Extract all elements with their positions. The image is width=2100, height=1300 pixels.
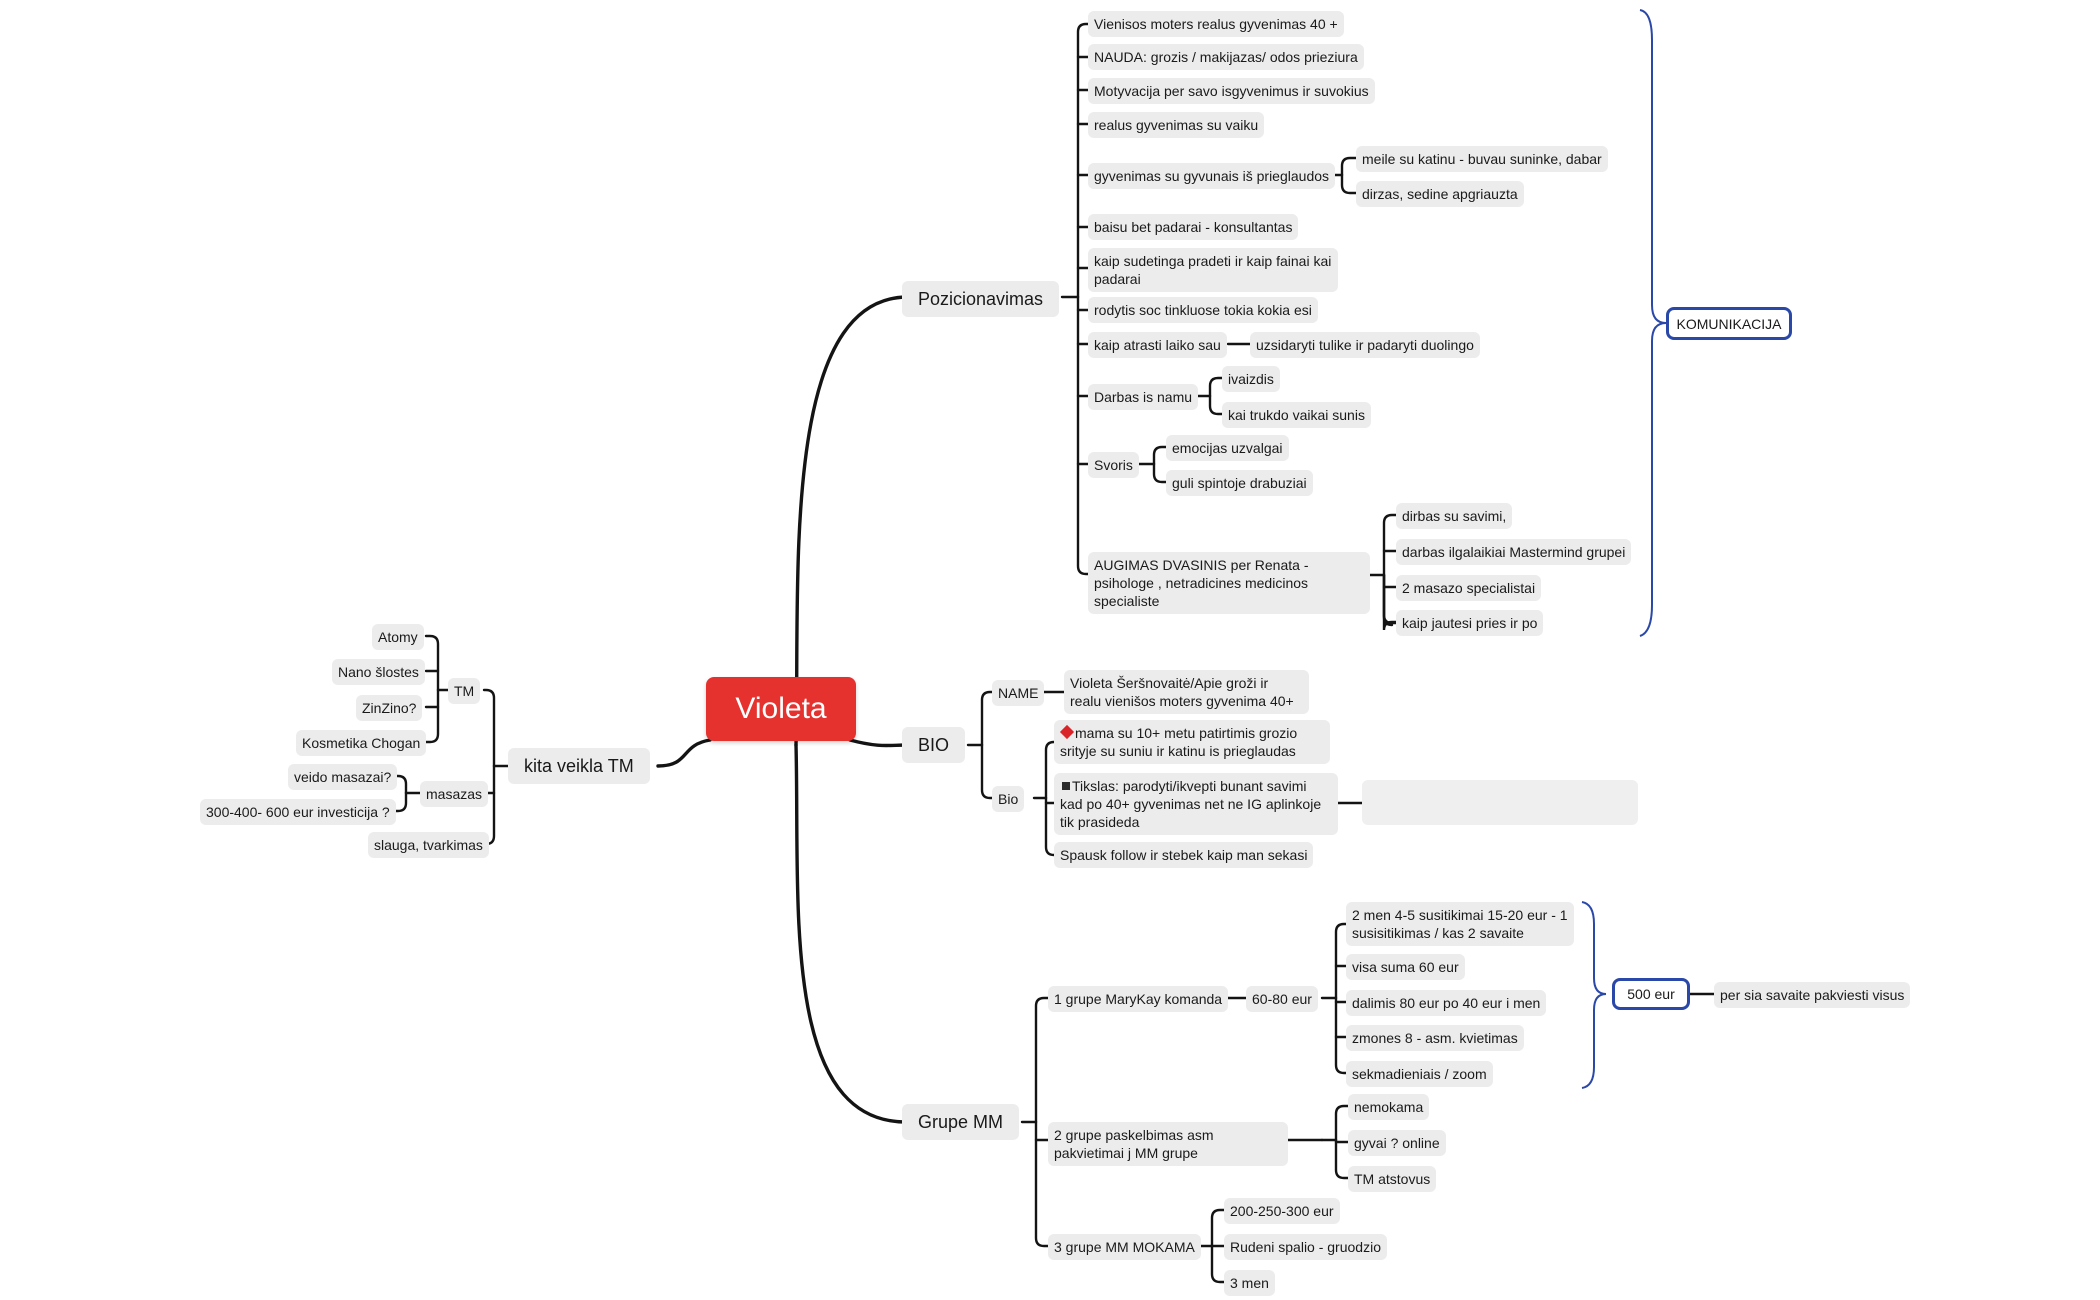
bio-name-label[interactable]: NAME	[992, 680, 1045, 706]
bio-item-1[interactable]: mama su 10+ metu patirtimis grozio srity…	[1054, 720, 1330, 764]
topic-bio[interactable]: BIO	[902, 727, 966, 763]
kita-tm[interactable]: TM	[448, 678, 481, 704]
topic-grupe-mm[interactable]: Grupe MM	[902, 1104, 1020, 1140]
poz-item-1[interactable]: Vienisos moters realus gyvenimas 40 +	[1088, 11, 1344, 37]
masazas-child-1[interactable]: veido masazai?	[288, 764, 398, 790]
poz-item-4[interactable]: realus gyvenimas su vaiku	[1088, 112, 1265, 138]
grupe-1-child-1[interactable]: 2 men 4-5 susitikimai 15-20 eur - 1 susi…	[1346, 902, 1574, 946]
svoris-child-1[interactable]: emocijas uzvalgai	[1166, 435, 1289, 461]
gyvunai-child-2[interactable]: dirzas, sedine apgriauzta	[1356, 181, 1524, 207]
augimas-child-4[interactable]: kaip jautesi pries ir po	[1396, 610, 1544, 636]
kita-masazas[interactable]: masazas	[420, 781, 489, 807]
red-diamond-icon	[1059, 724, 1075, 740]
tm-child-1[interactable]: Atomy	[372, 624, 424, 650]
grupe-1-child-4[interactable]: zmones 8 - asm. kvietimas	[1346, 1025, 1524, 1051]
grupe-2-child-2[interactable]: gyvai ? online	[1348, 1130, 1446, 1156]
grupe-2-child-3[interactable]: TM atstovus	[1348, 1166, 1437, 1192]
grupe-3-child-2[interactable]: Rudeni spalio - gruodzio	[1224, 1234, 1387, 1260]
augimas-child-3[interactable]: 2 masazo specialistai	[1396, 575, 1542, 601]
gyvunai-child-1[interactable]: meile su katinu - buvau suninke, dabar	[1356, 146, 1608, 172]
poz-item-10[interactable]: Darbas is namu	[1088, 384, 1199, 410]
poz-item-8[interactable]: rodytis soc tinkluose tokia kokia esi	[1088, 297, 1318, 323]
central-topic[interactable]: Violeta	[706, 677, 856, 741]
kita-slauga[interactable]: slauga, tvarkimas	[368, 832, 489, 858]
masazas-child-2[interactable]: 300-400- 600 eur investicija ?	[200, 799, 396, 825]
bio-item-2-text: Tikslas: parodyti/ikvepti bunant savimi …	[1060, 778, 1322, 830]
poz-item-6[interactable]: baisu bet padarai - konsultantas	[1088, 214, 1299, 240]
poz-item-9[interactable]: kaip atrasti laiko sau	[1088, 332, 1227, 358]
tm-child-4[interactable]: Kosmetika Chogan	[296, 730, 427, 756]
komunikacija-brace	[1639, 9, 1667, 637]
grupe-2[interactable]: 2 grupe paskelbimas asm pakvietimai j MM…	[1048, 1122, 1288, 1166]
svoris-child-2[interactable]: guli spintoje drabuziai	[1166, 470, 1313, 496]
black-square-icon	[1062, 782, 1070, 790]
laiko-child[interactable]: uzsidaryti tulike ir padaryti duolingo	[1250, 332, 1480, 358]
grupe-3[interactable]: 3 grupe MM MOKAMA	[1048, 1234, 1201, 1260]
augimas-child-2[interactable]: darbas ilgalaikiai Mastermind grupei	[1396, 539, 1632, 565]
poz-item-12[interactable]: AUGIMAS DVASINIS per Renata - psihologe …	[1088, 552, 1370, 614]
poz-item-2[interactable]: NAUDA: grozis / makijazas/ odos prieziur…	[1088, 44, 1364, 70]
mm-brace	[1581, 901, 1607, 1089]
bio-item-3[interactable]: Spausk follow ir stebek kaip man sekasi	[1054, 842, 1314, 868]
topic-kita-veikla[interactable]: kita veikla TM	[508, 748, 650, 784]
darbas-child-1[interactable]: ivaizdis	[1222, 366, 1280, 392]
grupe-3-child-1[interactable]: 200-250-300 eur	[1224, 1198, 1340, 1224]
augimas-child-1[interactable]: dirbas su savimi,	[1396, 503, 1513, 529]
poz-item-11[interactable]: Svoris	[1088, 452, 1139, 478]
grupe-1[interactable]: 1 grupe MaryKay komanda	[1048, 986, 1229, 1012]
grupe-1-price[interactable]: 60-80 eur	[1246, 986, 1318, 1012]
darbas-child-2[interactable]: kai trukdo vaikai sunis	[1222, 402, 1371, 428]
tm-child-3[interactable]: ZinZino?	[356, 695, 423, 721]
grupe-1-child-5[interactable]: sekmadieniais / zoom	[1346, 1061, 1493, 1087]
grupe-1-child-2[interactable]: visa suma 60 eur	[1346, 954, 1465, 980]
bio-item-1-text: mama su 10+ metu patirtimis grozio srity…	[1060, 725, 1298, 759]
bio-item-2[interactable]: Tikslas: parodyti/ikvepti bunant savimi …	[1054, 773, 1338, 835]
bio-empty-node[interactable]	[1362, 780, 1638, 825]
summary-komunikacija[interactable]: KOMUNIKACIJA	[1666, 307, 1792, 340]
poz-item-7[interactable]: kaip sudetinga pradeti ir kaip fainai ka…	[1088, 248, 1338, 292]
grupe-1-child-3[interactable]: dalimis 80 eur po 40 eur i men	[1346, 990, 1547, 1016]
poz-item-3[interactable]: Motyvacija per savo isgyvenimus ir suvok…	[1088, 78, 1375, 104]
summary-500-eur[interactable]: 500 eur	[1612, 978, 1690, 1010]
bio-bio-label[interactable]: Bio	[992, 786, 1025, 812]
bio-name-value[interactable]: Violeta Šeršnovaitė/Apie groži ir realu …	[1064, 670, 1309, 714]
topic-pozicionavimas[interactable]: Pozicionavimas	[902, 281, 1060, 317]
tm-child-2[interactable]: Nano šlostes	[332, 659, 425, 685]
grupe-3-child-3[interactable]: 3 men	[1224, 1270, 1275, 1296]
grupe-2-child-1[interactable]: nemokama	[1348, 1094, 1430, 1120]
summary-500-child[interactable]: per sia savaite pakviesti visus	[1714, 982, 1911, 1008]
poz-item-5[interactable]: gyvenimas su gyvunais iš prieglaudos	[1088, 163, 1336, 189]
